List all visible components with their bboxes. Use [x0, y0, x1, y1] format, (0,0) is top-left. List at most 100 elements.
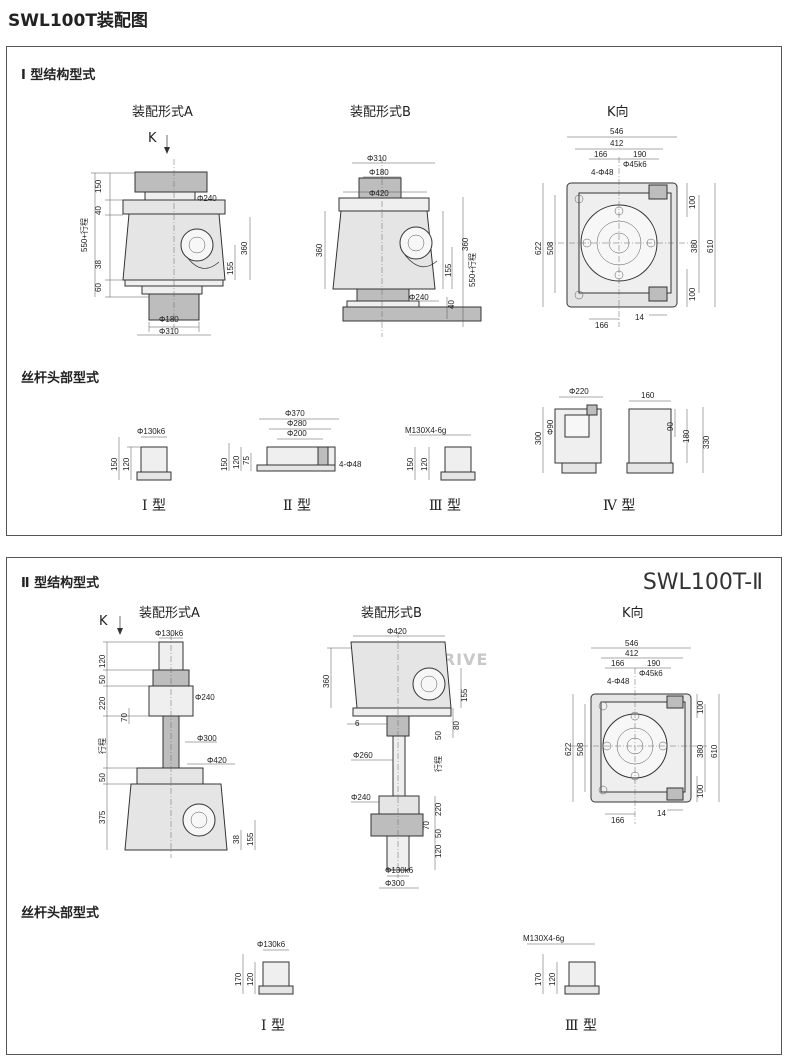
spindle-type-3-drawing: [409, 434, 476, 481]
section-title-type-1: Ⅰ 型结构型式: [21, 68, 96, 83]
view-label-k: K向: [607, 104, 629, 120]
k-arrow-label: K: [148, 131, 157, 146]
dim-a2-120: 120: [98, 654, 107, 668]
dim-a-40: 40: [94, 206, 103, 215]
dim-t21-170: 170: [234, 972, 243, 986]
dim-a-d240: Φ240: [197, 194, 217, 203]
dim-k2-100-top: 100: [696, 700, 705, 714]
k-view-drawing: [547, 157, 697, 327]
dim-b2-50-top: 50: [434, 731, 443, 740]
dim-t4-180: 180: [682, 429, 691, 443]
view-label-a: 装配形式A: [132, 105, 193, 120]
dim-a-155: 155: [226, 261, 235, 275]
assembly-b-2-drawing: [350, 632, 452, 878]
dim-b-155: 155: [444, 263, 453, 277]
dim-a-d310: Φ310: [159, 327, 179, 336]
dim-b-360-left: 360: [315, 243, 324, 257]
structure-type-1-panel: Ⅰ 型结构型式 丝杆头部型式 装配形式A 装配形式B K向 K: [6, 46, 782, 536]
dim-k2-166: 166: [611, 659, 625, 668]
structure-type-2-panel: Ⅱ 型结构型式 SWL100T-Ⅱ GOZUO DRIVE 丝杆头部型式 装配形…: [6, 557, 782, 1055]
dim-k-412: 412: [610, 139, 624, 148]
dim-b2-120: 120: [434, 844, 443, 858]
dim-t2-120: 120: [232, 455, 241, 469]
structure-type-1-drawings: 装配形式A 装配形式B K向 K: [79, 104, 716, 514]
k-view-2-drawing: [571, 668, 707, 824]
view-label-k-2: K向: [622, 605, 644, 621]
dim-k2-380: 380: [696, 744, 705, 758]
dim-k2-610: 610: [710, 744, 719, 758]
spindle-head-title-1: 丝杆头部型式: [21, 371, 100, 386]
model-label: SWL100T-Ⅱ: [642, 570, 763, 595]
k-arrow-2: [117, 616, 123, 635]
dim-b-d420: Φ420: [369, 189, 389, 198]
view-label-a-2: 装配形式A: [139, 606, 200, 621]
dim-t4-d90: Φ90: [546, 419, 555, 435]
dim-a2-d420: Φ420: [207, 756, 227, 765]
k-arrow-label-2: K: [99, 614, 108, 629]
dim-a2-38: 38: [232, 835, 241, 844]
dim-k2-190: 190: [647, 659, 661, 668]
dim-k2-508: 508: [576, 742, 585, 756]
dim-b-d180: Φ180: [369, 168, 389, 177]
view-label-b: 装配形式B: [350, 105, 411, 120]
dim-t1-120: 120: [122, 457, 131, 471]
dim-t3-m130: M130X4-6g: [405, 426, 446, 435]
dim-k2-622: 622: [564, 742, 573, 756]
dim-a-360: 360: [240, 241, 249, 255]
dim-a2-d130k6: Φ130k6: [155, 629, 184, 638]
dim-t2-75: 75: [242, 456, 251, 465]
view-label-b-2: 装配形式B: [361, 606, 422, 621]
dim-k-546: 546: [610, 127, 624, 136]
dim-k2-4-d48: 4-Φ48: [607, 677, 630, 686]
dim-k-190: 190: [633, 150, 647, 159]
assembly-a-dimension-lines: [91, 172, 251, 336]
dim-a2-70: 70: [120, 713, 129, 722]
dim-b2-80: 80: [452, 721, 461, 730]
dim-t21-120: 120: [246, 972, 255, 986]
dim-a2-50-bottom: 50: [98, 773, 107, 782]
dim-b-d240: Φ240: [409, 293, 429, 302]
dim-t1-150: 150: [110, 457, 119, 471]
dim-t2-150: 150: [220, 457, 229, 471]
spindle-type-2-drawing: [228, 418, 339, 472]
dim-t2-d280: Φ280: [287, 419, 307, 428]
structure-type-2-drawings: 装配形式A 装配形式B K向 K: [97, 605, 720, 1034]
dim-k2-546: 546: [625, 639, 639, 648]
assembly-b-drawing: [332, 157, 482, 337]
dim-a2-220: 220: [98, 696, 107, 710]
dim-b-40: 40: [447, 300, 456, 309]
dim-k-d45k6: Φ45k6: [623, 160, 647, 169]
assembly-a-2-dimension-lines: [103, 637, 256, 850]
dim-a2-d240: Φ240: [195, 693, 215, 702]
type-label-4: Ⅳ 型: [603, 498, 635, 514]
spindle-type-2-3-drawing: [527, 943, 600, 995]
dim-a-d180: Φ180: [159, 315, 179, 324]
dim-b2-220: 220: [434, 802, 443, 816]
dim-a-60: 60: [94, 283, 103, 292]
dim-k-622: 622: [534, 241, 543, 255]
dim-b2-d240: Φ240: [351, 793, 371, 802]
dim-k2-14: 14: [657, 809, 666, 818]
type-label-2-3: Ⅲ 型: [565, 1018, 597, 1034]
dim-a2-stroke: 行程: [97, 738, 107, 754]
type-label-2: Ⅱ 型: [283, 498, 311, 514]
dim-k-100-top: 100: [688, 195, 697, 209]
dim-a2-d300: Φ300: [197, 734, 217, 743]
type-label-1: Ⅰ 型: [142, 498, 166, 514]
dim-k-4-d48: 4-Φ48: [591, 168, 614, 177]
dim-t3-120: 120: [420, 457, 429, 471]
assembly-a-drawing: [122, 159, 226, 332]
dim-a-38: 38: [94, 260, 103, 269]
dim-b-360-right: 360: [461, 237, 470, 251]
dim-t21-d130k6: Φ130k6: [257, 940, 286, 949]
dim-k-166: 166: [594, 150, 608, 159]
spindle-type-1-drawing: [118, 436, 172, 481]
k-view-dimension-lines: [542, 136, 716, 320]
spindle-type-4-drawing: [542, 396, 704, 474]
dim-t23-m130: M130X4-6g: [523, 934, 564, 943]
dim-b2-6: 6: [355, 719, 360, 728]
dim-t3-150: 150: [406, 457, 415, 471]
dim-b-d310: Φ310: [367, 154, 387, 163]
dim-b2-70: 70: [422, 821, 431, 830]
dim-t4-90: 90: [666, 422, 675, 431]
